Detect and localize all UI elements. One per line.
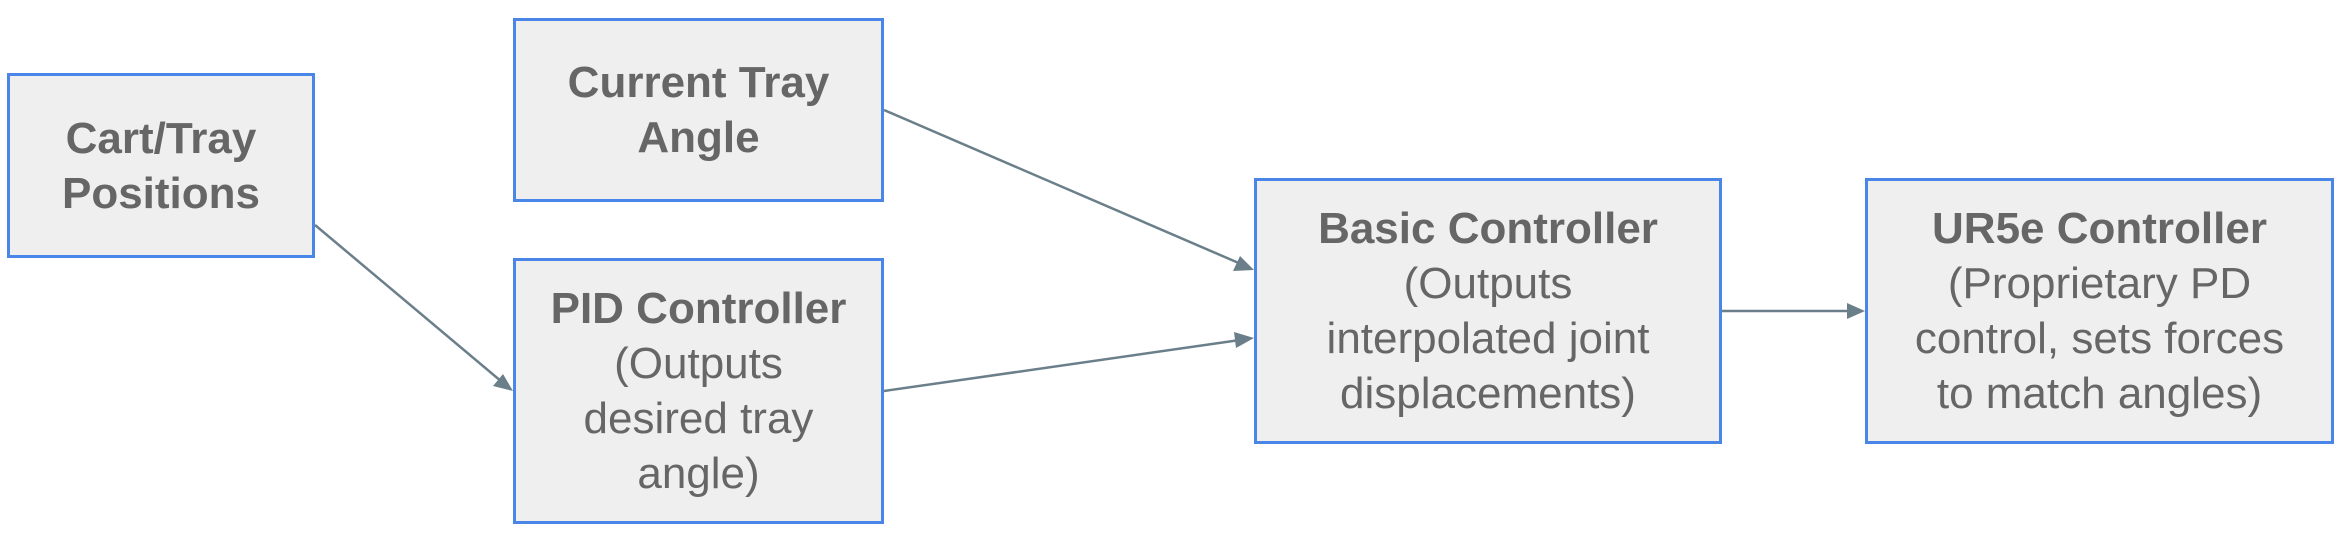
edge-pid-to-basic bbox=[883, 332, 1254, 393]
node-ur5e-title: UR5e Controller bbox=[1932, 204, 2267, 253]
node-pid-controller: PID Controller (Outputs desired tray ang… bbox=[513, 258, 884, 524]
node-pid-desc-line-3: angle) bbox=[637, 449, 760, 498]
node-basic-desc-line-2: interpolated joint bbox=[1326, 314, 1650, 363]
edge-cart-to-pid-arrowhead bbox=[493, 374, 513, 391]
node-ur5e-desc-line-1: (Proprietary PD bbox=[1947, 259, 2252, 308]
node-pid-title: PID Controller bbox=[550, 284, 847, 333]
node-ur5e-controller: UR5e Controller (Proprietary PD control,… bbox=[1865, 178, 2334, 444]
edge-pid-to-basic-arrowhead bbox=[1234, 332, 1254, 348]
node-current-tray-angle: Current Tray Angle bbox=[513, 18, 884, 202]
node-ur5e-desc-line-3: to match angles) bbox=[1936, 369, 2263, 418]
edge-angle-to-basic bbox=[883, 108, 1254, 271]
node-angle-title-line-2: Angle bbox=[637, 113, 760, 162]
node-cart-title-line-2: Positions bbox=[61, 168, 261, 218]
node-pid-desc-line-2: desired tray bbox=[583, 394, 814, 443]
node-angle-title-line-1: Current Tray bbox=[567, 58, 830, 107]
edge-angle-to-basic-arrowhead bbox=[1233, 256, 1254, 271]
node-basic-controller: Basic Controller (Outputs interpolated j… bbox=[1254, 178, 1722, 444]
edge-basic-to-ur5e bbox=[1722, 303, 1865, 319]
node-basic-title: Basic Controller bbox=[1318, 204, 1658, 253]
edge-basic-to-ur5e-arrowhead bbox=[1847, 303, 1865, 319]
node-cart-tray-positions: Cart/Tray Positions bbox=[7, 73, 315, 258]
node-ur5e-desc-line-2: control, sets forces bbox=[1914, 314, 2285, 363]
node-cart-title-line-1: Cart/Tray bbox=[65, 113, 257, 163]
node-pid-desc-line-1: (Outputs bbox=[614, 339, 783, 388]
edge-cart-to-pid bbox=[314, 224, 513, 391]
node-basic-desc-line-1: (Outputs bbox=[1403, 259, 1573, 308]
node-basic-desc-line-3: displacements) bbox=[1340, 369, 1636, 418]
